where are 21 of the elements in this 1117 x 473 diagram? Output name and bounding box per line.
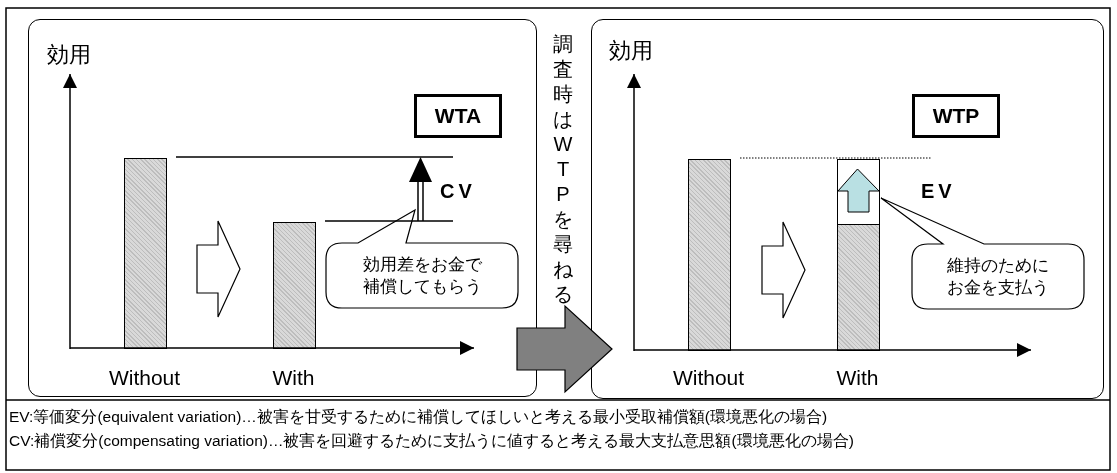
bar — [273, 222, 316, 349]
footnote: EV:等価変分(equivalent variation)…被害を甘受するために補償してほしいと考える最小受取補償額(環境悪化の場合) — [9, 407, 828, 427]
category-label: Without — [108, 366, 181, 390]
axis-label: 効用 — [609, 37, 653, 65]
boxed-label: WTP — [912, 94, 1000, 138]
bar — [688, 159, 731, 351]
speech-bubble: 効用差をお金で補償してもらう — [326, 209, 518, 308]
chart-panel — [28, 19, 537, 397]
category-label: Without — [672, 366, 745, 390]
bar — [124, 158, 167, 349]
category-label: With — [836, 366, 879, 390]
footnote: CV:補償変分(compensating variation)…被害を回避するために支払うに値すると考える最大支払意思額(環境悪化の場合) — [9, 431, 854, 451]
vertical-note: 調査時はWTPを尋ねる — [552, 32, 574, 307]
measure-label: CV — [440, 180, 476, 203]
block-arrow — [196, 220, 241, 318]
chart-panel — [591, 19, 1104, 399]
block-arrow — [516, 304, 613, 394]
category-label: With — [272, 366, 315, 390]
boxed-label: WTA — [414, 94, 502, 138]
block-arrow — [761, 221, 806, 319]
axis-label: 効用 — [47, 41, 91, 69]
